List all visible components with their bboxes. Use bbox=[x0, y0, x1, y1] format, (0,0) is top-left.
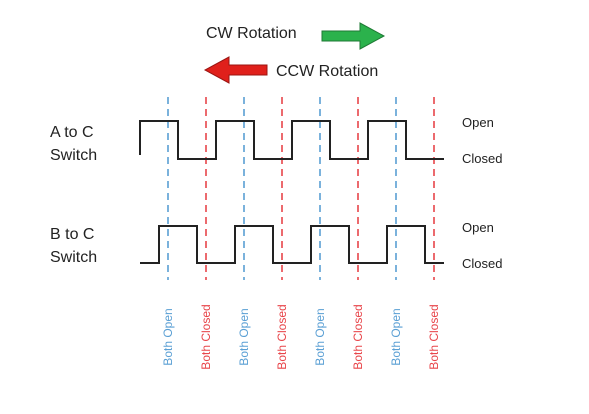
cw-rotation-label: CW Rotation bbox=[206, 25, 297, 42]
channel-b-label-line2: Switch bbox=[50, 249, 97, 266]
marker-lines bbox=[167, 97, 435, 280]
channel-a-closed-label: Closed bbox=[462, 151, 502, 166]
both-closed-marker-label: Both Closed bbox=[427, 304, 441, 369]
channel-a-label-line1: A to C bbox=[50, 124, 94, 141]
both-closed-marker-label: Both Closed bbox=[275, 304, 289, 369]
channel-a-open-label: Open bbox=[462, 115, 494, 130]
channel-a-label-line2: Switch bbox=[50, 147, 97, 164]
both-open-marker-label: Both Open bbox=[237, 308, 251, 365]
both-closed-marker-label: Both Closed bbox=[351, 304, 365, 369]
both-open-marker-label: Both Open bbox=[161, 308, 175, 365]
cw-arrow-icon bbox=[321, 22, 386, 50]
ccw-rotation-label: CCW Rotation bbox=[276, 63, 378, 80]
channel-b-closed-label: Closed bbox=[462, 256, 502, 271]
channel-a-waveform bbox=[139, 120, 444, 160]
channel-b-waveform bbox=[140, 225, 444, 264]
channel-b-open-label: Open bbox=[462, 220, 494, 235]
marker-labels: Both Open Both Closed Both Open Both Closed… bbox=[161, 304, 441, 369]
both-closed-marker-label: Both Closed bbox=[199, 304, 213, 369]
both-open-marker-label: Both Open bbox=[313, 308, 327, 365]
channel-b-label-line1: B to C bbox=[50, 226, 94, 243]
ccw-arrow-icon bbox=[203, 56, 268, 84]
both-open-marker-label: Both Open bbox=[389, 308, 403, 365]
